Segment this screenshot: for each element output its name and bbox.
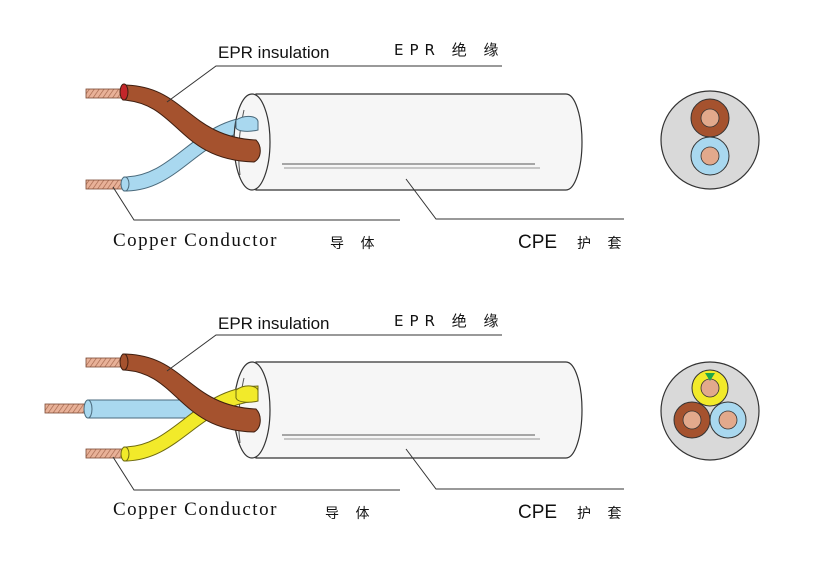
conductor-label-en-top: Copper Conductor (113, 230, 278, 251)
sheath-label-en-top: CPE (518, 232, 558, 253)
sheath-label-en-bottom: CPE (518, 502, 558, 523)
conductor-label-en-bottom: Copper Conductor (113, 499, 278, 520)
sheath-label-zh-bottom: 护 套 (577, 506, 628, 522)
leader-lines-bottom (112, 334, 624, 491)
conductor-label-zh-top: 导 体 (330, 236, 381, 252)
copper-conductor-bottom-2 (44, 403, 90, 414)
copper-conductor-bottom-3 (85, 448, 127, 459)
insulation-label-en-bottom: EPR insulation (218, 314, 330, 333)
leader-lines-top (112, 65, 624, 221)
conductor-label-zh-bottom: 导 体 (325, 506, 376, 522)
insulation-label-zh-top: EPR 绝 缘 (394, 41, 505, 59)
cpe-sheath-bottom (255, 361, 583, 459)
insulation-label-zh-bottom: EPR 绝 缘 (394, 312, 505, 330)
two-core-cable (85, 83, 583, 192)
brown-core-top (122, 84, 261, 163)
copper-conductor-top-1 (85, 88, 125, 99)
cpe-sheath-top (255, 93, 583, 191)
insulation-label-en-top: EPR insulation (218, 43, 330, 62)
sheath-label-zh-top: 护 套 (577, 236, 628, 252)
brown-core-bottom (122, 353, 261, 433)
copper-conductor-top-2 (85, 179, 127, 190)
cross-section-two-core (660, 90, 760, 190)
cross-section-three-core (660, 361, 760, 461)
three-core-cable (44, 353, 583, 462)
